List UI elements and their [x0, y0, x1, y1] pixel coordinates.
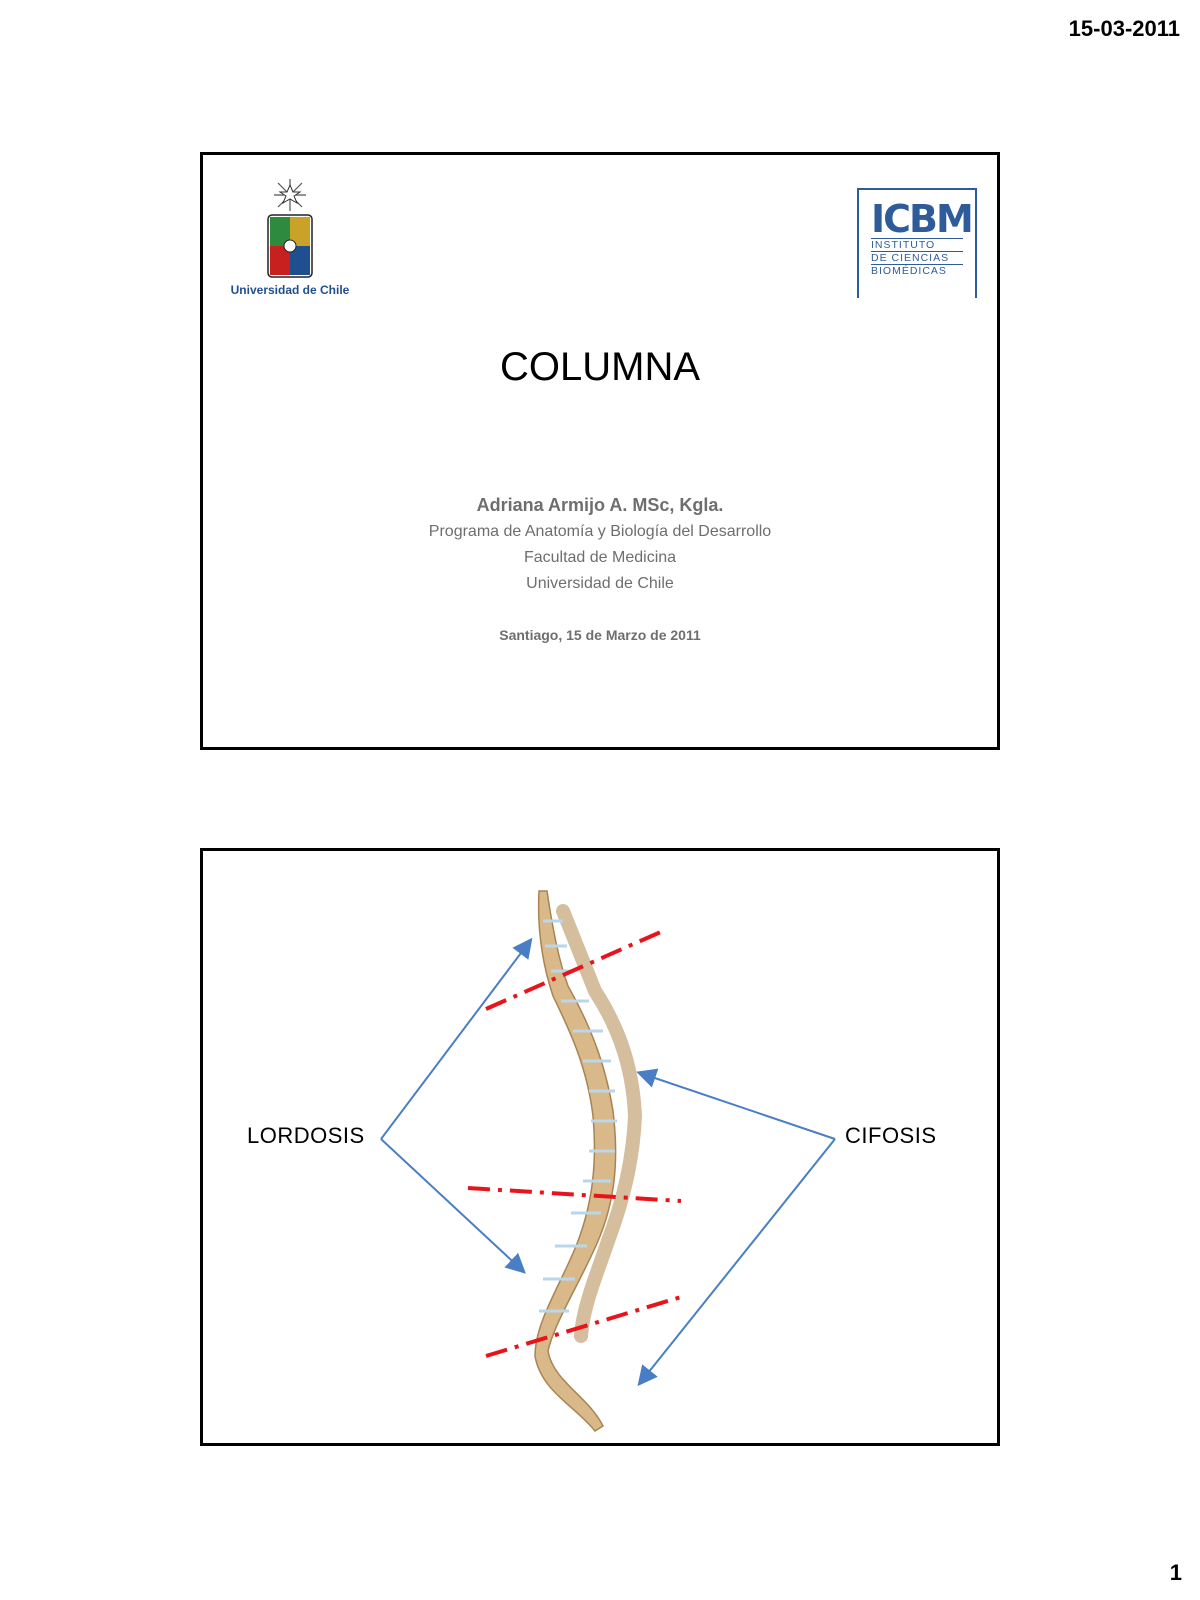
spine-curvature-slide: LORDOSIS CIFOSIS [200, 848, 1000, 1446]
page-date: 15-03-2011 [1068, 16, 1180, 41]
icbm-line-1: INSTITUTO [871, 238, 963, 251]
icbm-mark: ICBM [871, 197, 974, 241]
affiliation-faculty: Facultad de Medicina [523, 549, 677, 566]
icbm-logo: ICBM INSTITUTO DE CIENCIAS BIOMÉDICAS [857, 188, 977, 298]
spine-diagram [380, 890, 836, 1432]
slide-title: COLUMNA [499, 345, 701, 389]
vertebral-column-illustration [534, 890, 643, 1432]
pointer-arrows [380, 937, 836, 1387]
lordosis-label: LORDOSIS [247, 1123, 365, 1148]
cifosis-label: CIFOSIS [845, 1123, 937, 1148]
university-crest-icon [267, 179, 313, 278]
icbm-line-2: DE CIENCIAS [871, 251, 963, 264]
author-name: Adriana Armijo A. MSc, Kgla. [476, 495, 724, 515]
curvature-divider-lines [467, 929, 682, 1358]
place-date: Santiago, 15 de Marzo de 2011 [499, 627, 701, 643]
affiliation-university: Universidad de Chile [526, 575, 674, 592]
page-number: 1 [1169, 1560, 1182, 1585]
icbm-line-3: BIOMÉDICAS [871, 264, 963, 277]
universidad-de-chile-logo: Universidad de Chile [223, 177, 357, 297]
title-slide: Universidad de Chile ICBM INSTITUTO DE C… [200, 152, 1000, 750]
affiliation-program: Programa de Anatomía y Biología del Desa… [428, 523, 772, 540]
university-name: Universidad de Chile [230, 283, 350, 297]
